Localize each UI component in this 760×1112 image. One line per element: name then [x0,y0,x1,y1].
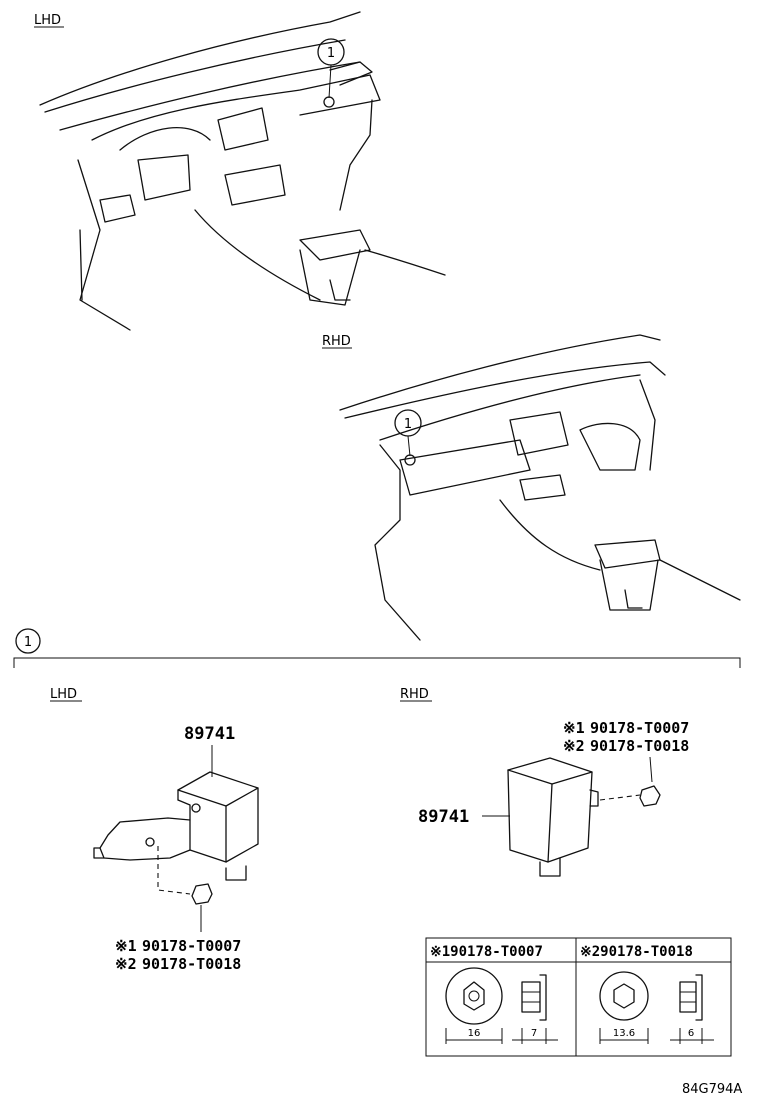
callout-1-detail: 1 [24,635,32,650]
rhd-detail: RHD ※1 90178-T0007 ※2 90178-T0018 89741 [400,687,689,877]
nut-1-side-view [521,981,541,1013]
dim-nut-1-diameter: 16 [468,1028,481,1039]
nut-2-top-view [599,971,649,1021]
nut-1-prefix-lhd: ※1 [115,937,137,955]
callout-1-lhd: 1 [327,46,335,61]
part-number-nut-1-rhd: 90178-T0007 [590,719,689,737]
dim-nut-2-height: 6 [688,1028,694,1039]
figure-id: 84G794A [682,1082,742,1097]
part-number-nut-2-rhd: 90178-T0018 [590,737,689,755]
lhd-detail: LHD 89741 ※1 90178-T0007 ※2 90178-T0018 [50,687,259,973]
nut-2-side-view [679,981,697,1013]
lhd-dashboard-illustration: LHD 1 [34,11,446,331]
nut-1-top-view [445,967,503,1025]
table-header-nut-1: ※190178-T0007 [430,944,543,960]
table-header-nut-2: ※290178-T0018 [580,944,693,960]
part-number-nut-1-lhd: 90178-T0007 [142,937,241,955]
nut-1-prefix-rhd: ※1 [563,719,585,737]
nut-2-prefix-rhd: ※2 [563,737,585,755]
rhd-view-label: RHD [322,334,351,349]
detail-section-header: 1 [13,628,741,668]
dim-nut-2-diameter: 13.6 [613,1028,635,1039]
lhd-detail-label: LHD [50,687,77,702]
rhd-dashboard-illustration: RHD 1 [322,334,741,641]
rhd-detail-label: RHD [400,687,429,702]
callout-1-rhd: 1 [404,417,412,432]
part-number-module-rhd: 89741 [418,807,469,827]
part-number-nut-2-lhd: 90178-T0018 [142,955,241,973]
nut-2-prefix-lhd: ※2 [115,955,137,973]
lhd-view-label: LHD [34,13,61,28]
module-location-marker-lhd [323,96,335,108]
dim-nut-1-height: 7 [531,1028,537,1039]
part-number-module-lhd: 89741 [184,724,235,744]
fastener-spec-table: ※190178-T0007 ※290178-T0018 16 7 13.6 [425,937,732,1057]
module-location-marker-rhd [404,454,416,466]
